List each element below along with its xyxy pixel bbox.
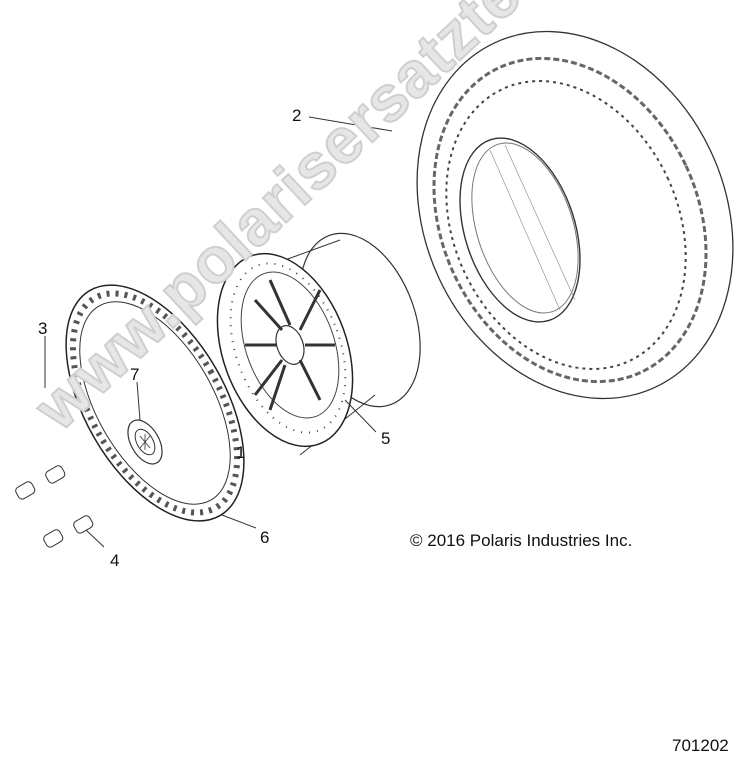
- tire-drawing: [416, 30, 734, 400]
- callout-4: 4: [110, 551, 120, 570]
- callout-5: 5: [381, 429, 391, 448]
- leader-lines: [44, 116, 393, 433]
- callout-7: 7: [130, 365, 140, 384]
- callout-2: 2: [292, 106, 302, 125]
- lug-nuts-drawing: [15, 465, 105, 548]
- callout-3: 3: [38, 319, 48, 338]
- callout-6: 6: [260, 528, 270, 547]
- copyright-notice: © 2016 Polaris Industries Inc.: [410, 531, 633, 550]
- beadlock-ring-drawing: [65, 284, 257, 529]
- hub-cap-drawing: [127, 381, 163, 465]
- figure-number: 701202: [672, 736, 729, 755]
- wheel-rim-drawing: [216, 232, 421, 456]
- callout-1: 1: [236, 443, 246, 462]
